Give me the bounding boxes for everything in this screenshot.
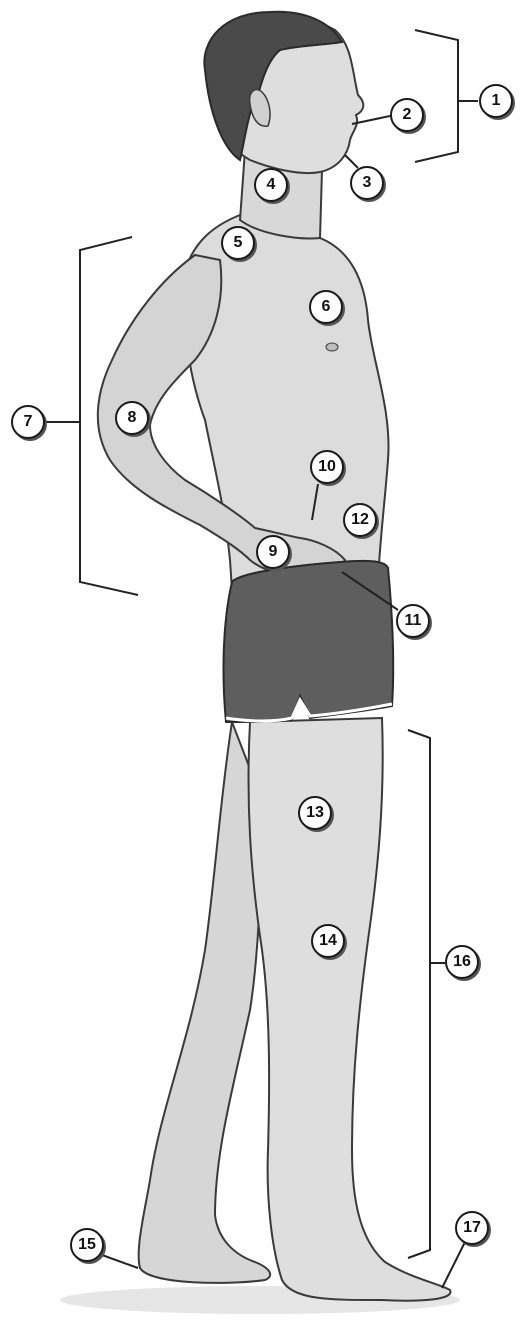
shorts (224, 561, 394, 722)
label-9: 9 (256, 535, 290, 569)
label-8: 8 (115, 401, 149, 435)
front-leg (249, 718, 451, 1301)
bracket-head (415, 30, 458, 162)
label-3: 3 (350, 166, 384, 200)
label-10: 10 (310, 450, 344, 484)
label-6: 6 (309, 290, 343, 324)
bracket-lower-limb (408, 730, 430, 1258)
label-11: 11 (396, 604, 430, 638)
label-17: 17 (455, 1211, 489, 1245)
label-16: 16 (445, 945, 479, 979)
label-5: 5 (221, 226, 255, 260)
label-4: 4 (254, 168, 288, 202)
label-1: 1 (479, 84, 513, 118)
label-12: 12 (343, 503, 377, 537)
label-13: 13 (298, 796, 332, 830)
label-14: 14 (311, 924, 345, 958)
label-15: 15 (70, 1228, 104, 1262)
label-7: 7 (11, 405, 45, 439)
nipple (326, 343, 338, 351)
label-2: 2 (390, 98, 424, 132)
